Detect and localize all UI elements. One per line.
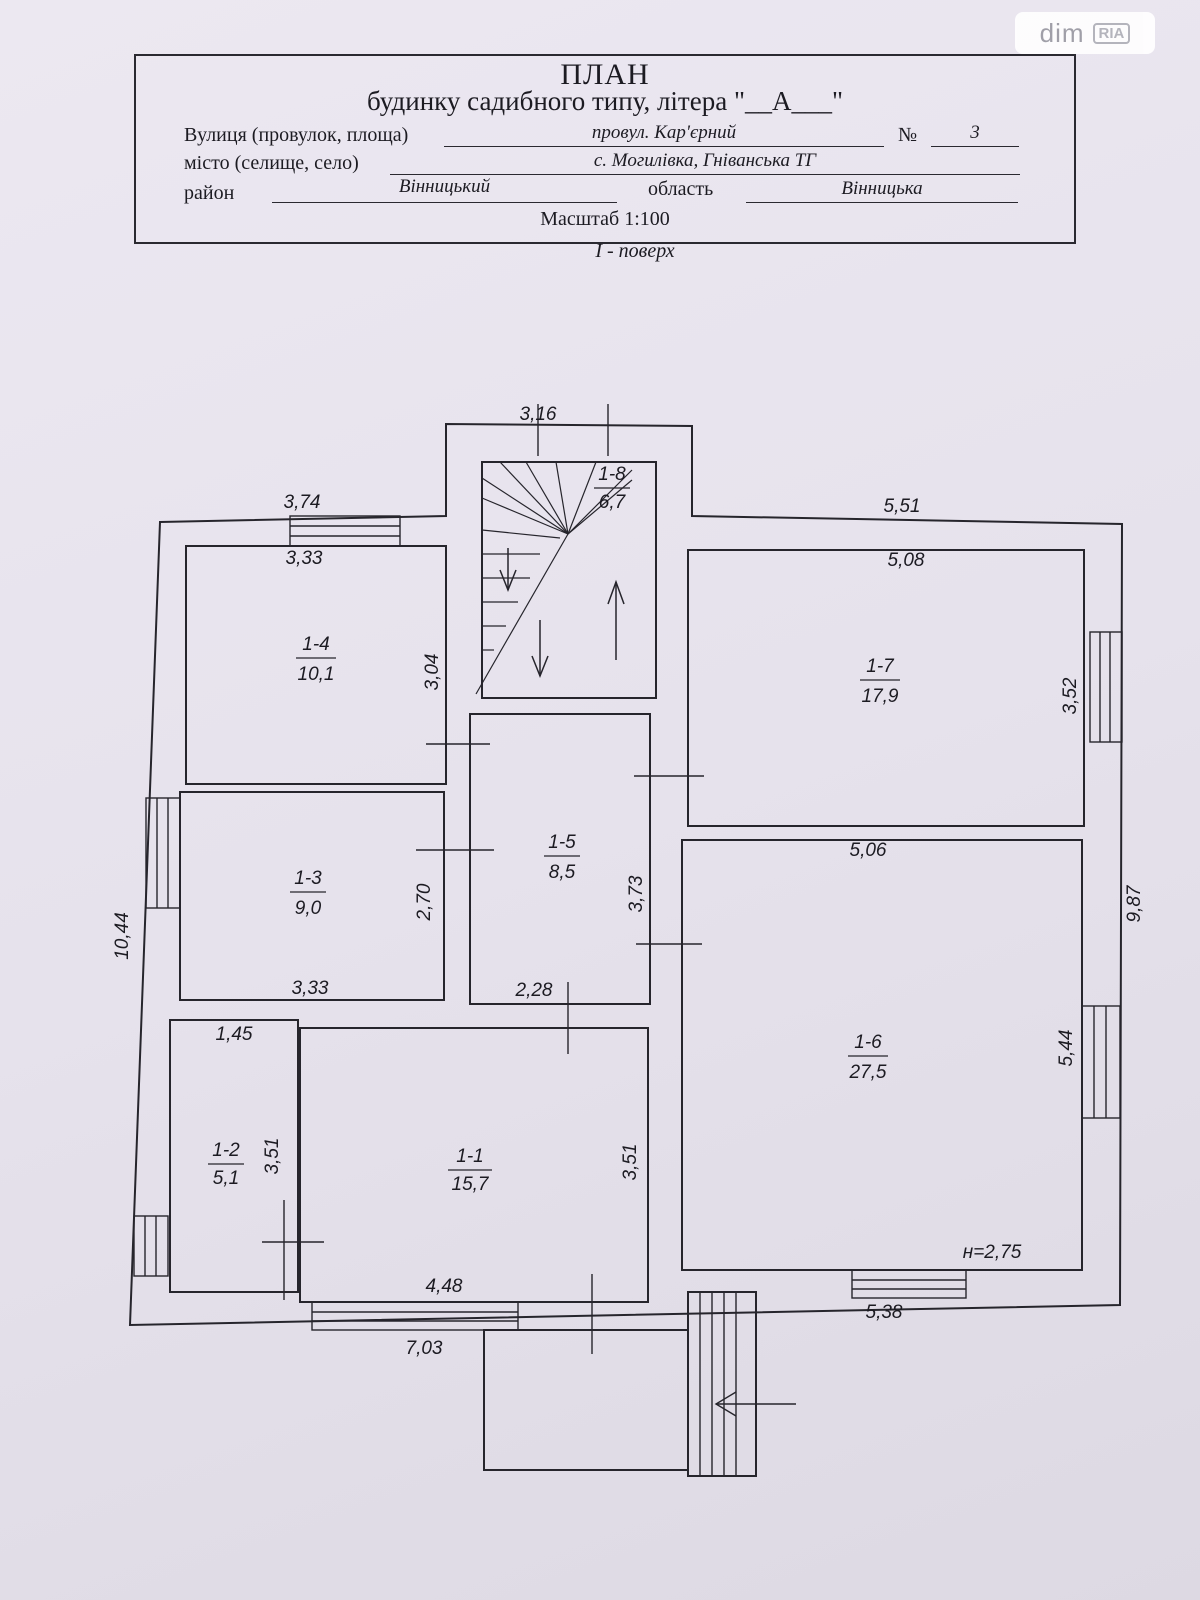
dim-room-1-2-top: 1,45 — [216, 1024, 253, 1045]
room-1-8-area: 6,7 — [599, 492, 627, 513]
room-1-4-area: 10,1 — [298, 664, 335, 685]
street-value: провул. Кар'єрний — [591, 122, 737, 143]
dim-room-1-4-top: 3,33 — [286, 548, 323, 569]
room-labels: 1-4 10,1 1-7 17,9 1-3 9,0 1-5 8,5 1-6 27… — [208, 464, 900, 1195]
region-value: Вінницька — [841, 178, 923, 199]
window-marks — [133, 515, 1123, 1476]
room-1-3-id: 1-3 — [294, 868, 322, 889]
room-1-7-area: 17,9 — [862, 686, 899, 707]
scale-label: Масштаб 1:100 — [540, 208, 670, 230]
room-1-6-outline — [681, 839, 1083, 1271]
room-1-6-area: 27,5 — [849, 1062, 887, 1083]
city-underline — [390, 174, 1020, 175]
room-1-7-id: 1-7 — [866, 656, 895, 677]
room-1-3-outline — [179, 791, 445, 1001]
dim-right-total: 9,87 — [1124, 884, 1145, 922]
room-1-8-id: 1-8 — [598, 464, 626, 485]
city-value: с. Могилівка, Гніванська ТГ — [593, 150, 817, 171]
watermark-ria-logo: RIA — [1092, 22, 1131, 44]
region-label: область — [648, 178, 714, 200]
district-value: Вінницький — [398, 176, 491, 197]
dim-room-1-1-bottom: 4,48 — [426, 1276, 463, 1297]
door-marks — [262, 404, 796, 1417]
city-label: місто (селище, село) — [184, 152, 359, 174]
room-1-3-area: 9,0 — [295, 898, 322, 919]
district-underline — [272, 202, 617, 203]
street-underline — [444, 146, 884, 147]
dim-room-1-3-bottom: 3,33 — [292, 978, 329, 999]
street-label: Вулиця (провулок, площа) — [184, 124, 409, 146]
dim-room-1-7-top: 5,08 — [888, 550, 925, 571]
stair-steps — [475, 461, 633, 695]
dim-bottom-total: 7,03 — [406, 1338, 443, 1359]
room-1-5-area: 8,5 — [549, 862, 576, 883]
room-1-7-outline — [687, 549, 1085, 827]
room-1-5-id: 1-5 — [548, 832, 576, 853]
dim-room-1-6-bottom: 5,38 — [866, 1302, 903, 1323]
plan-title: ПЛАН — [560, 58, 650, 91]
porch-outline — [483, 1329, 689, 1471]
dim-ceiling-height: н=2,75 — [963, 1242, 1022, 1263]
room-1-2-outline — [169, 1019, 299, 1293]
room-1-8-outline — [481, 461, 657, 699]
exterior-wall-outline — [128, 422, 1124, 1327]
room-1-2-area: 5,1 — [213, 1168, 239, 1189]
number-label: № — [898, 124, 918, 146]
room-1-5-outline — [469, 713, 651, 1005]
number-underline — [931, 146, 1019, 147]
dim-ria-watermark: dim RIA — [1015, 12, 1155, 54]
stair-direction-arrows — [499, 548, 625, 679]
room-1-2-id: 1-2 — [212, 1140, 240, 1161]
room-1-6-id: 1-6 — [854, 1032, 882, 1053]
room-1-1-id: 1-1 — [456, 1146, 483, 1167]
region-underline — [746, 202, 1018, 203]
dim-room-1-5-bottom: 2,28 — [515, 980, 553, 1001]
number-value: 3 — [970, 122, 980, 143]
room-1-1-area: 15,7 — [452, 1174, 490, 1195]
room-1-4-id: 1-4 — [302, 634, 329, 655]
district-label: район — [184, 182, 235, 204]
dim-left-top: 3,74 — [284, 492, 321, 513]
dim-room-1-5-right: 3,73 — [626, 875, 647, 912]
dim-right-top: 5,51 — [884, 496, 921, 517]
plan-subtitle: будинку садибного типу, літера "__А___" — [367, 86, 843, 116]
dim-room-1-7-right: 3,52 — [1060, 677, 1081, 714]
dim-room-1-4-right: 3,04 — [422, 654, 443, 691]
floor-label: І - поверх — [595, 240, 675, 262]
dim-room-1-1-right: 3,51 — [620, 1144, 641, 1181]
dim-room-1-2-right: 3,51 — [262, 1138, 283, 1175]
dim-room-1-6-right: 5,44 — [1056, 1030, 1077, 1067]
title-block: ПЛАН будинку садибного типу, літера "__А… — [134, 54, 1076, 244]
dim-room-1-3-right: 2,70 — [414, 883, 435, 921]
dim-stair-top: 3,16 — [520, 404, 557, 425]
watermark-dim-text: dim — [1039, 17, 1085, 48]
dimension-labels: 3,16 3,74 5,51 3,33 5,08 3,04 3,52 5,06 … — [112, 404, 1145, 1359]
entrance-ramp-outline — [687, 1291, 757, 1477]
dim-room-1-6-top: 5,06 — [850, 840, 887, 861]
dim-left-total: 10,44 — [112, 912, 133, 960]
